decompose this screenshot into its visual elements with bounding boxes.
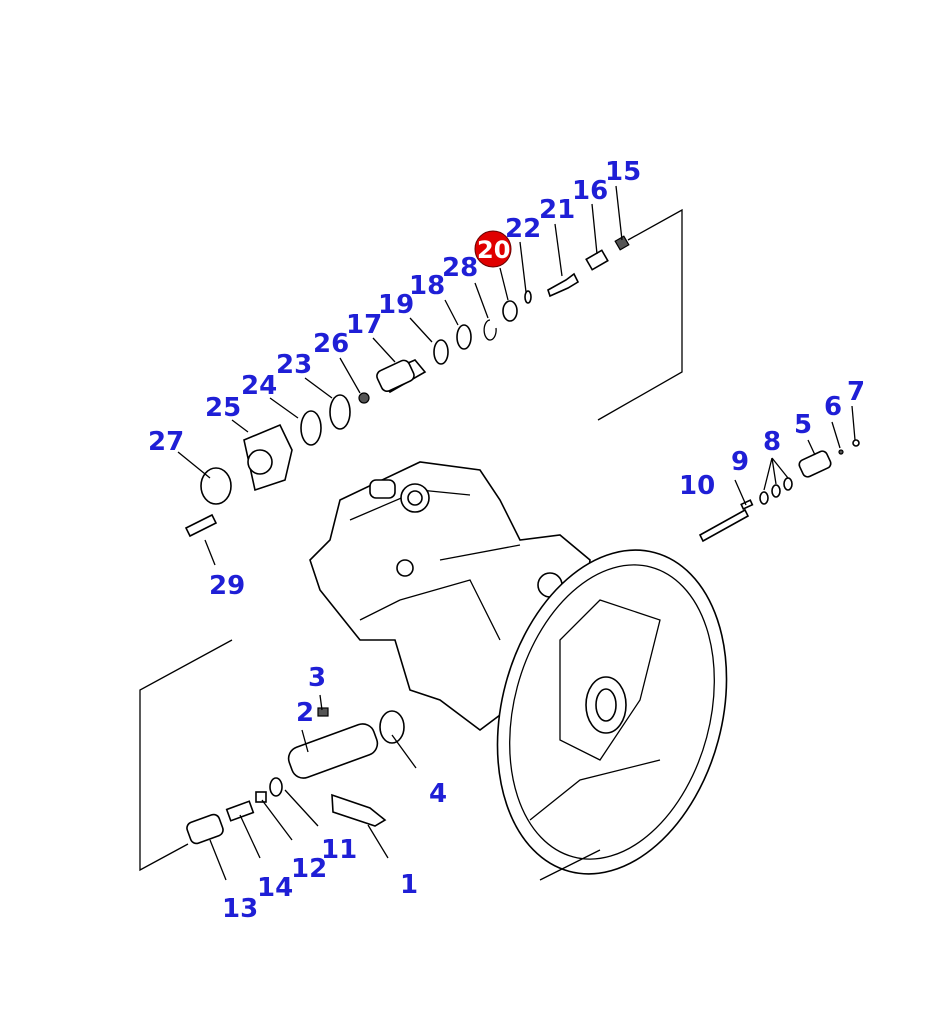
label-part-13[interactable]: 13 (222, 894, 258, 924)
label-part-5[interactable]: 5 (794, 410, 812, 440)
label-part-1[interactable]: 1 (400, 870, 418, 900)
flange-housing (496, 549, 728, 881)
label-part-16[interactable]: 16 (572, 176, 608, 206)
label-part-19[interactable]: 19 (378, 290, 414, 320)
label-part-24[interactable]: 24 (241, 371, 277, 401)
label-part-25[interactable]: 25 (205, 393, 241, 423)
group-bracket-upper (597, 208, 683, 421)
lower-parts (186, 707, 405, 845)
label-part-14[interactable]: 14 (257, 873, 293, 903)
label-part-23[interactable]: 23 (276, 350, 312, 380)
label-part-4[interactable]: 4 (429, 779, 447, 809)
label-part-10[interactable]: 10 (679, 471, 715, 501)
label-part-2[interactable]: 2 (296, 698, 314, 728)
right-parts (698, 439, 860, 543)
label-part-20[interactable]: 20 (477, 236, 510, 264)
label-part-6[interactable]: 6 (824, 392, 842, 422)
label-part-15[interactable]: 15 (605, 157, 641, 187)
label-part-22[interactable]: 22 (505, 214, 541, 244)
label-part-18[interactable]: 18 (409, 271, 445, 301)
label-part-3[interactable]: 3 (308, 663, 326, 693)
label-part-27[interactable]: 27 (148, 427, 184, 457)
label-part-12[interactable]: 12 (291, 854, 327, 884)
leader-lines (177, 185, 856, 881)
label-part-11[interactable]: 11 (321, 835, 357, 865)
label-part-7[interactable]: 7 (847, 377, 865, 407)
label-part-28[interactable]: 28 (442, 253, 478, 283)
label-part-29[interactable]: 29 (209, 571, 245, 601)
label-part-9[interactable]: 9 (731, 447, 749, 477)
label-part-8[interactable]: 8 (763, 427, 781, 457)
label-part-21[interactable]: 21 (539, 195, 575, 225)
label-part-17[interactable]: 17 (346, 310, 382, 340)
label-part-26[interactable]: 26 (313, 329, 349, 359)
group-bracket-lower (139, 639, 233, 872)
highlight-marker (474, 230, 512, 268)
upper-parts (184, 235, 630, 538)
